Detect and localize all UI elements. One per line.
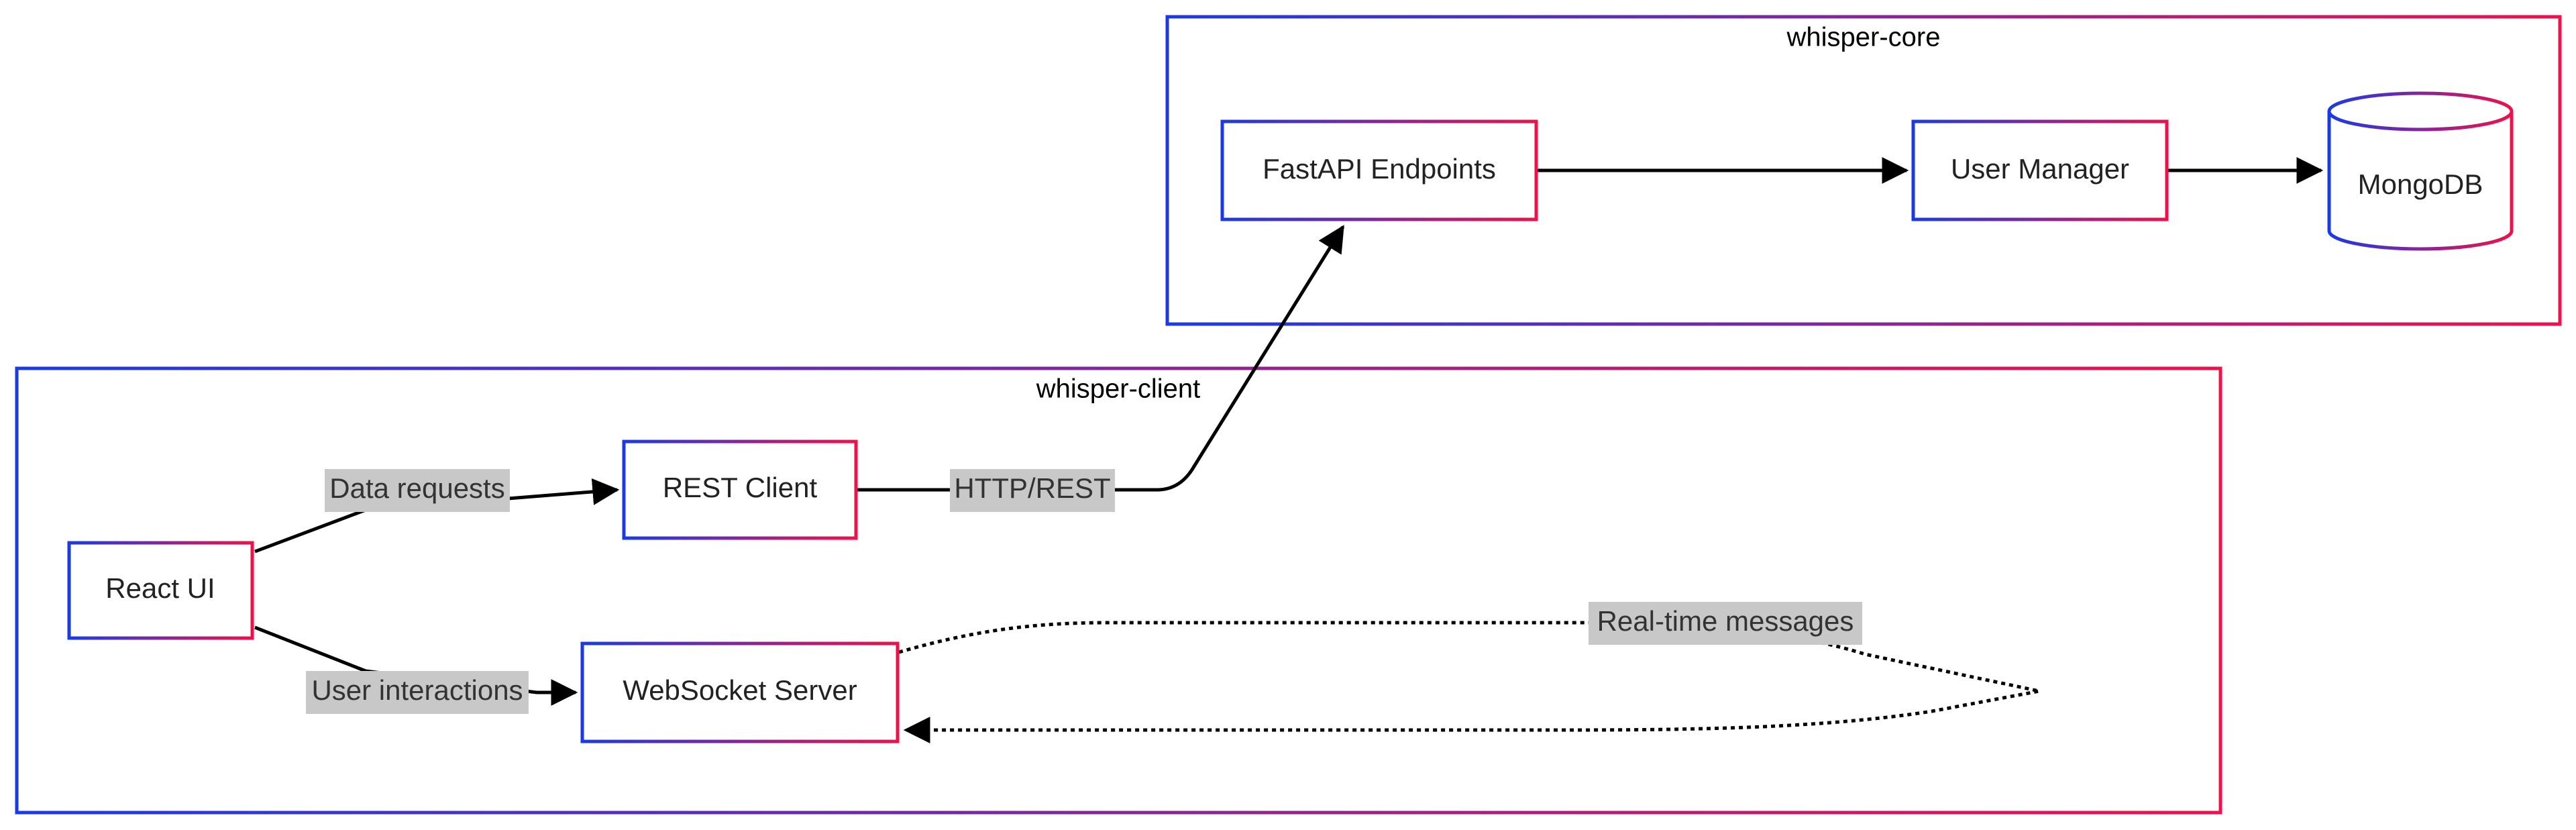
cluster-title-whisper-client: whisper-client — [1036, 374, 1201, 404]
edges — [254, 157, 2324, 743]
node-websocket-server-label: WebSocket Server — [623, 674, 857, 706]
cluster-whisper-client: whisper-client — [15, 366, 2222, 815]
node-mongodb[interactable]: MongoDB — [2327, 91, 2514, 251]
node-fastapi-endpoints-label: FastAPI Endpoints — [1263, 153, 1496, 185]
edge-http-rest — [856, 225, 1345, 492]
edge-label-http-rest-text: HTTP/REST — [954, 472, 1110, 504]
edge-label-http-rest: HTTP/REST — [950, 469, 1115, 512]
node-user-manager[interactable]: User Manager — [1911, 119, 2169, 221]
edge-label-realtime-messages-text: Real-time messages — [1597, 605, 1854, 637]
edge-label-data-requests-text: Data requests — [329, 472, 504, 504]
mongodb-cylinder-body — [2327, 111, 2514, 251]
node-user-manager-label: User Manager — [1951, 153, 2129, 185]
mongodb-cylinder-top — [2327, 91, 2514, 132]
node-rest-client[interactable]: REST Client — [622, 439, 858, 540]
node-mongodb-label: MongoDB — [2358, 168, 2483, 200]
edge-label-realtime-messages: Real-time messages — [1589, 602, 1862, 645]
cluster-whisper-core: whisper-core — [1165, 15, 2562, 326]
node-react-ui[interactable]: React UI — [67, 541, 254, 640]
cluster-title-whisper-core: whisper-core — [1786, 23, 1941, 52]
node-fastapi-endpoints[interactable]: FastAPI Endpoints — [1220, 119, 1538, 221]
edge-label-user-interactions-text: User interactions — [311, 674, 523, 706]
node-websocket-server[interactable]: WebSocket Server — [580, 641, 900, 743]
node-rest-client-label: REST Client — [663, 472, 818, 503]
edge-label-data-requests: Data requests — [325, 469, 510, 512]
node-react-ui-label: React UI — [105, 572, 215, 604]
edge-label-user-interactions: User interactions — [306, 671, 529, 714]
edge-realtime-messages — [898, 621, 2040, 743]
